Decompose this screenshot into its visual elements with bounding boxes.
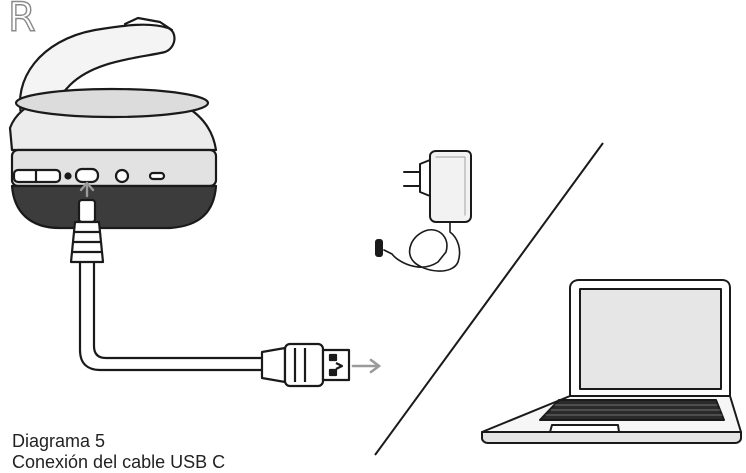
insert-arrow-right-icon <box>351 358 382 374</box>
usb-c-plug-tip <box>77 198 97 224</box>
ear-cup-top-ridge <box>14 87 210 119</box>
laptop-front-edge <box>481 431 742 444</box>
headband-clip-icon <box>123 16 174 32</box>
headphone-jack-icon <box>114 168 130 184</box>
headset-headband <box>18 23 176 132</box>
laptop-illustration <box>481 279 742 444</box>
usb-c-cable <box>69 198 351 388</box>
cable-cord-outer <box>78 262 262 372</box>
caption-subtitle: Conexión del cable USB C <box>12 452 226 472</box>
cable-cord-inner <box>92 262 262 360</box>
mic-opening <box>148 171 166 181</box>
charger-body <box>429 150 472 223</box>
usb-c-port <box>74 167 100 184</box>
ear-cup-base <box>10 184 218 230</box>
side-marker-letter: R <box>7 0 36 41</box>
headset-illustration <box>8 16 218 230</box>
laptop-screen <box>579 288 722 390</box>
charger-cord-plug <box>375 239 383 257</box>
caption-title: Diagrama 5 <box>12 431 106 451</box>
status-led-icon <box>64 172 72 180</box>
wall-charger-illustration <box>375 150 472 272</box>
insert-arrow-up-icon <box>79 181 95 192</box>
charger-prong-mount <box>419 159 431 197</box>
usb-a-plug-boot <box>260 346 287 384</box>
charger-cord <box>383 221 461 272</box>
diagonal-divider <box>374 142 604 456</box>
